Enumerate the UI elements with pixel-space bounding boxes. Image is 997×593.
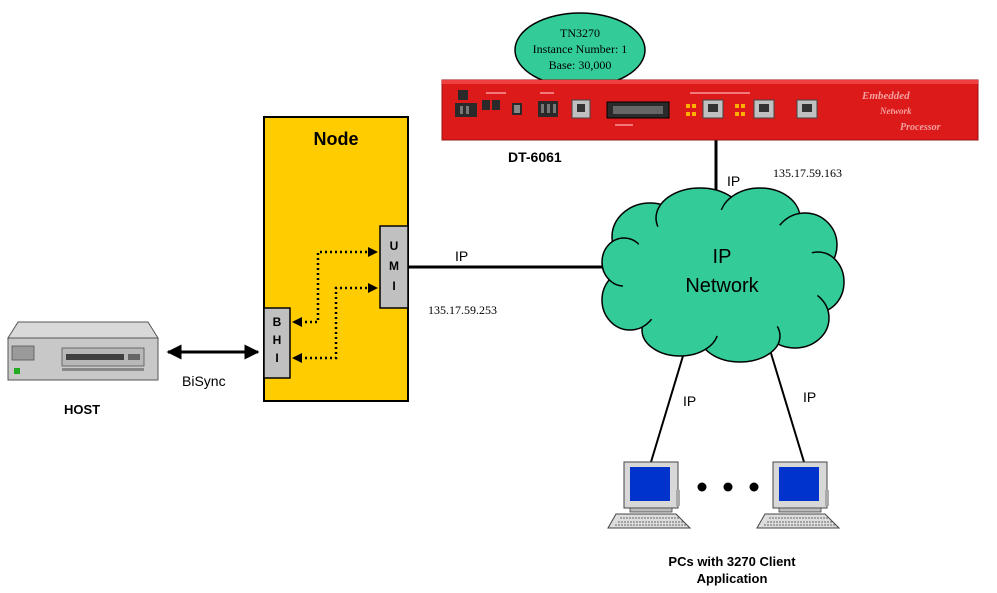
device-ip-label: IP <box>727 173 740 189</box>
pc-right-ip-label: IP <box>803 389 816 405</box>
network-label-line1: IP <box>713 246 732 268</box>
umi-letter-m: M <box>389 259 399 273</box>
pc-left-icon <box>607 461 692 529</box>
pcs-label-line1: PCs with 3270 Client <box>668 554 796 569</box>
umi-letter-i: I <box>392 279 395 293</box>
dt-6061-device <box>441 79 979 141</box>
device-ethernet-port-3-icon <box>796 99 818 119</box>
bhi-letter-h: H <box>273 333 282 347</box>
pcs-label-line2: Application <box>697 571 768 586</box>
ip-network-cloud <box>601 187 845 363</box>
device-brand-line2: Network <box>879 106 912 116</box>
tn3270-bubble-line2: Instance Number: 1 <box>533 42 628 56</box>
umi-ip-label: IP <box>455 248 468 264</box>
network-label-line2: Network <box>685 275 759 297</box>
device-console-port-icon <box>571 99 591 119</box>
internal-dotted-paths <box>300 250 368 360</box>
host-label: HOST <box>64 402 100 417</box>
bhi-letter-i: I <box>275 351 278 365</box>
umi-letter-u: U <box>390 239 399 253</box>
internal-arrowheads <box>292 247 378 363</box>
device-ethernet-port-1-icon <box>702 99 724 119</box>
umi-card <box>379 225 409 309</box>
ellipsis-dots <box>697 482 759 492</box>
node-title: Node <box>314 129 359 149</box>
link-network-to-pc-right <box>769 349 805 463</box>
bhi-letter-b: B <box>273 315 282 329</box>
device-serial-connector-icon <box>606 101 670 119</box>
umi-address-label: 135.17.59.253 <box>428 303 497 317</box>
device-ethernet-port-2-icon <box>753 99 775 119</box>
bisync-label: BiSync <box>182 373 226 389</box>
pc-right-icon <box>756 461 841 529</box>
device-power-icon <box>455 90 477 117</box>
device-name-label: DT-6061 <box>508 149 562 165</box>
device-brand-line1: Embedded <box>861 90 910 102</box>
host-mainframe-icon <box>7 321 159 381</box>
bhi-card <box>263 307 291 379</box>
device-brand-line3: Processor <box>900 122 941 133</box>
link-network-to-pc-left <box>650 345 687 463</box>
device-address-label: 135.17.59.163 <box>773 166 842 180</box>
pc-left-ip-label: IP <box>683 393 696 409</box>
tn3270-bubble-line1: TN3270 <box>560 26 600 40</box>
tn3270-bubble-line3: Base: 30,000 <box>549 58 612 72</box>
